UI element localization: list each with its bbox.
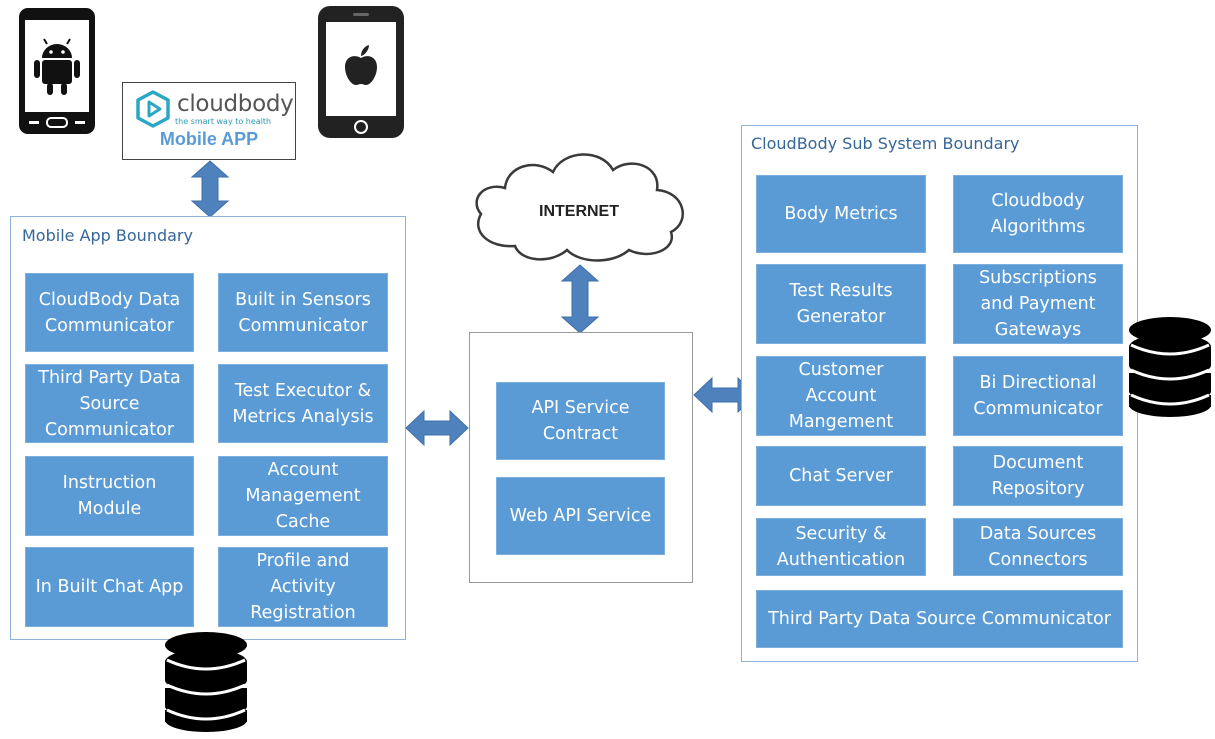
profile-activity-registration: Profile and Activity Registration (218, 547, 388, 627)
security-authentication: Security & Authentication (756, 518, 926, 576)
apple-phone-icon (316, 4, 406, 140)
account-management-cache: Account Management Cache (218, 456, 388, 536)
android-phone-icon (17, 6, 97, 136)
bi-directional-communicator: Bi Directional Communicator (953, 356, 1123, 436)
double-arrow-icon (405, 408, 469, 448)
mobile-app-logo: cloudbody the smart way to health Mobile… (122, 82, 296, 160)
database-icon (163, 630, 249, 734)
built-in-sensors-communicator: Built in Sensors Communicator (218, 273, 388, 352)
cloudbody-algorithms: Cloudbody Algorithms (953, 175, 1123, 253)
chat-server: Chat Server (756, 446, 926, 506)
subscriptions-payment-gateways: Subscriptions and Payment Gateways (953, 264, 1123, 344)
third-party-data-source-communicator: Third Party Data Source Communicator (25, 364, 194, 443)
document-repository: Document Repository (953, 446, 1123, 506)
cloud-icon: INTERNET (463, 142, 695, 266)
body-metrics: Body Metrics (756, 175, 926, 253)
data-sources-connectors: Data Sources Connectors (953, 518, 1123, 576)
customer-account-management: Customer Account Mangement (756, 356, 926, 436)
mobile-app-label: Mobile APP (159, 129, 259, 149)
cloudbody-data-communicator: CloudBody Data Communicator (25, 273, 194, 352)
database-icon (1127, 315, 1213, 419)
double-arrow-icon (559, 264, 601, 334)
brand-tagline: the smart way to health (175, 117, 272, 126)
test-executor-metrics-analysis: Test Executor & Metrics Analysis (218, 364, 388, 443)
subsystem-boundary-title: CloudBody Sub System Boundary (751, 134, 1020, 153)
brand-name: cloudbody (177, 91, 294, 117)
instruction-module: Instruction Module (25, 456, 194, 536)
api-service-contract: API Service Contract (496, 382, 665, 460)
in-built-chat-app: In Built Chat App (25, 547, 194, 627)
cloudbody-logo-icon (133, 89, 173, 129)
mobile-app-boundary-title: Mobile App Boundary (22, 226, 193, 245)
double-arrow-icon (189, 160, 231, 218)
test-results-generator: Test Results Generator (756, 264, 926, 344)
web-api-service: Web API Service (496, 477, 665, 555)
internet-label: INTERNET (539, 203, 619, 220)
third-party-data-source-communicator-subsystem: Third Party Data Source Communicator (756, 590, 1123, 648)
